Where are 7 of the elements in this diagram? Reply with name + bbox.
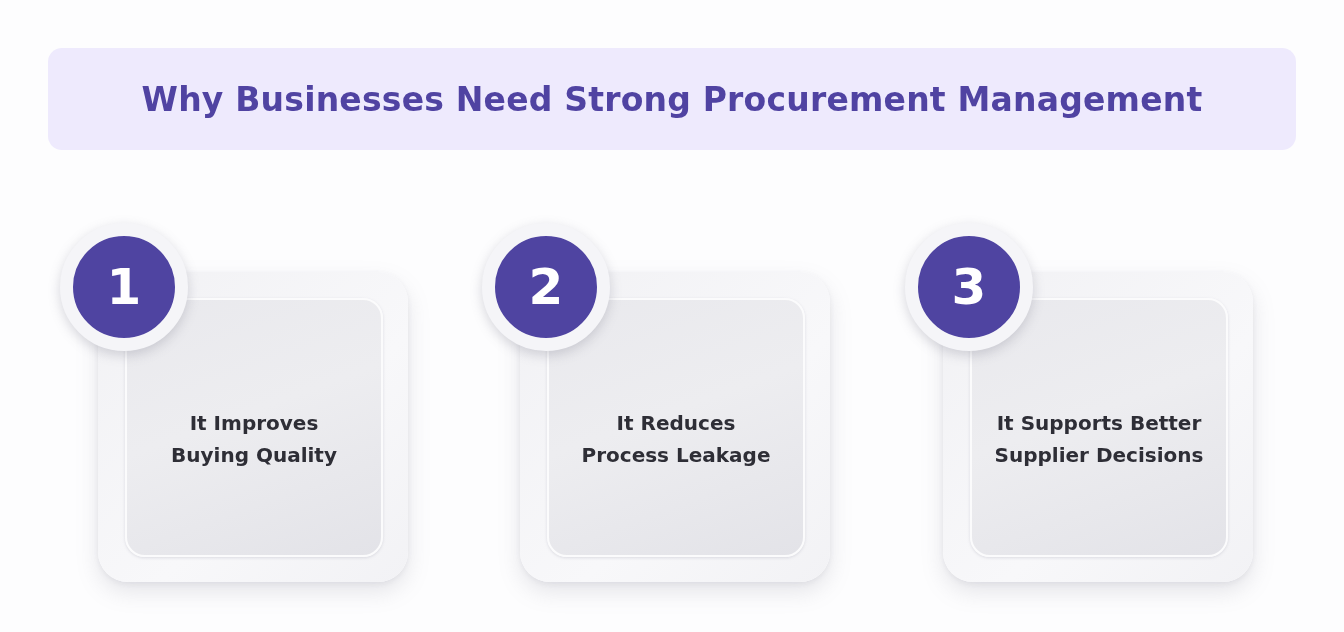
step-text: It Improves Buying Quality xyxy=(170,409,338,469)
step-number-badge: 1 xyxy=(60,223,188,351)
step-number-badge: 2 xyxy=(482,223,610,351)
step-text: It Reduces Process Leakage xyxy=(581,409,771,469)
step-text: It Supports Better Supplier Decisions xyxy=(993,409,1205,469)
step-number-badge: 3 xyxy=(905,223,1033,351)
diagram-title: Why Businesses Need Strong Procurement Management xyxy=(141,79,1203,119)
